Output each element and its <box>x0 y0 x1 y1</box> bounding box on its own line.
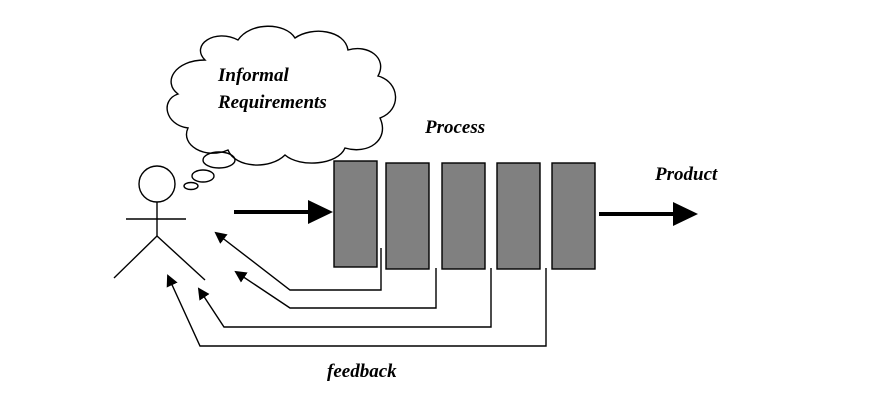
feedback-line-3 <box>197 268 492 328</box>
cloud-label-informal: Informal <box>217 65 289 86</box>
thought-bubble-large <box>202 151 236 169</box>
product-label: Product <box>654 164 718 185</box>
process-label: Process <box>424 117 485 138</box>
thought-bubble-medium <box>191 169 215 183</box>
stick-figure <box>113 165 206 281</box>
process-step-1 <box>333 160 378 268</box>
process-step-4 <box>496 162 541 270</box>
cloud-label-requirements: Requirements <box>217 92 327 113</box>
process-step-3 <box>441 162 486 270</box>
thought-bubble-small <box>183 181 199 191</box>
figure-right-leg <box>156 235 206 281</box>
process-step-5 <box>551 162 596 270</box>
output-arrow <box>599 202 698 226</box>
figure-head <box>138 165 176 203</box>
feedback-line-2 <box>234 268 437 309</box>
process-boxes <box>333 160 596 270</box>
figure-left-leg <box>113 235 158 279</box>
feedback-line-4 <box>166 268 547 347</box>
input-arrow <box>234 200 333 224</box>
feedback-line-1 <box>214 231 382 291</box>
thought-cloud: Informal Requirements <box>166 25 397 191</box>
feedback-lines <box>166 231 547 347</box>
feedback-label: feedback <box>327 361 397 382</box>
process-step-2 <box>385 162 430 270</box>
